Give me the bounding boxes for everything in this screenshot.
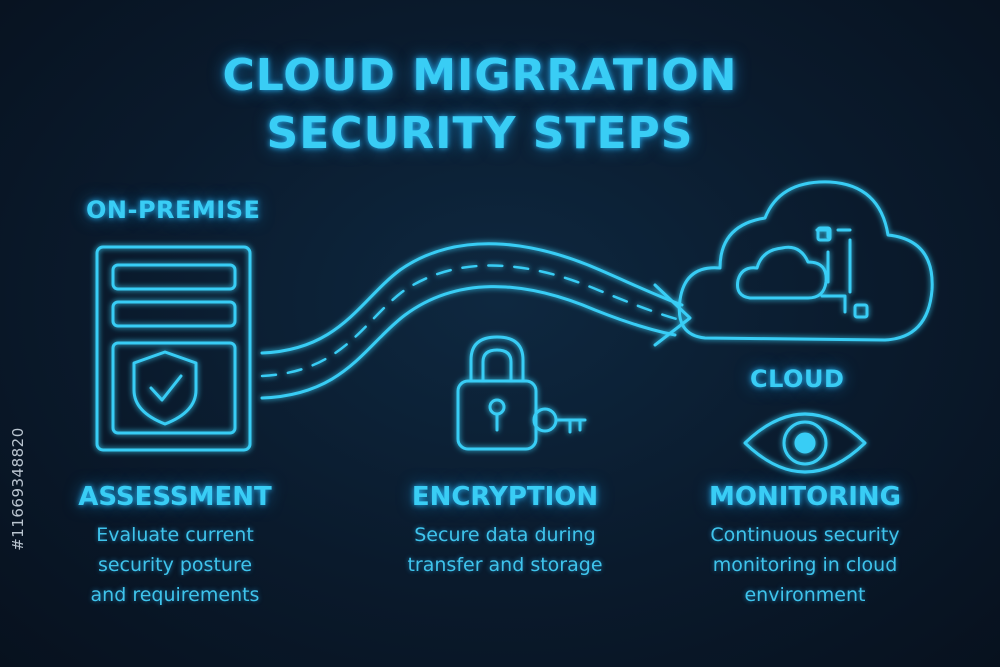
step-desc-encryption: Secure data during transfer and storage [385, 520, 625, 580]
step-desc-assessment: Evaluate current security posture and re… [60, 520, 290, 610]
watermark-id: #1166934882​0 [9, 427, 27, 551]
step-heading-monitoring: MONITORING [708, 482, 902, 512]
cloud-label: CLOUD [750, 365, 845, 393]
padlock-key-icon [456, 335, 587, 451]
desc-line: transfer and storage [407, 554, 603, 576]
desc-line: security posture [97, 554, 253, 576]
on-premise-label: ON-PREMISE [86, 196, 261, 224]
step-desc-monitoring: Continuous security monitoring in cloud … [690, 520, 920, 610]
desc-line: monitoring in cloud [712, 554, 898, 576]
server-shield-icon [95, 245, 252, 452]
page-subtitle: SECURITY STEPS [266, 108, 694, 159]
desc-line: Continuous security [710, 524, 900, 546]
migration-path [260, 242, 692, 400]
page-title: CLOUD MIGRRATION [222, 50, 738, 101]
step-heading-assessment: ASSESSMENT [78, 482, 272, 512]
step-heading-encryption: ENCRYPTION [411, 482, 599, 512]
desc-line: and requirements [90, 584, 260, 606]
eye-icon [743, 412, 867, 474]
desc-line: environment [744, 584, 866, 606]
desc-line: Evaluate current [96, 524, 254, 546]
desc-line: Secure data during [414, 524, 596, 546]
cloud-icon [677, 180, 934, 342]
